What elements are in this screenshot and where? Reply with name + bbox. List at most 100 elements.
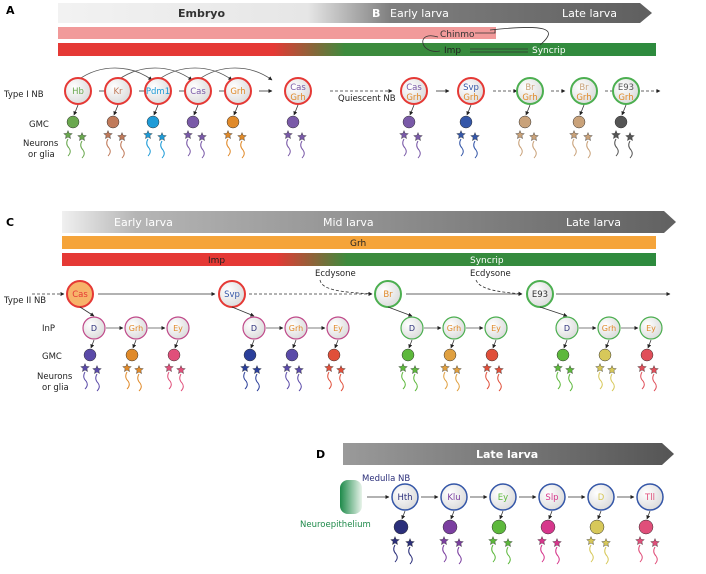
type-i-nb-label: Svp xyxy=(463,83,479,93)
grh-bar xyxy=(62,236,656,249)
neuron-icon xyxy=(583,131,593,159)
gmc-cell xyxy=(518,115,532,129)
type-ii-nb-node: Svp xyxy=(218,280,246,308)
neuron-icon xyxy=(452,364,462,392)
inp-node-label: Grh xyxy=(447,324,461,333)
type-i-nb-label: Type I NB xyxy=(3,90,44,100)
panel-d-stage-late-larva: Late larva xyxy=(476,448,538,461)
type-i-nb-node: Kr xyxy=(103,77,132,159)
neuron-icon xyxy=(454,537,464,565)
neurons-label-c-1: Neurons xyxy=(37,372,73,382)
imp-syncrip-bar xyxy=(58,43,656,56)
gmc-cell xyxy=(106,115,120,129)
inp-node-label: Ey xyxy=(646,324,656,333)
neuron-icon xyxy=(482,362,492,390)
panel-d-letter: D xyxy=(316,448,325,461)
neuron-icon xyxy=(440,362,450,390)
panel-c-stage-mid-larva: Mid larva xyxy=(323,216,374,229)
gmc-cell xyxy=(638,519,654,535)
type-i-nb-label: Br xyxy=(525,83,535,93)
imp-syncrip-bar-c xyxy=(62,253,656,266)
neuron-icon xyxy=(529,131,539,159)
neuron-icon xyxy=(488,535,498,563)
gmc-cell xyxy=(614,115,628,129)
panel-c-stage-late-larva: Late larva xyxy=(566,216,621,229)
medulla-nb-node: D xyxy=(586,483,615,565)
neuron-icon xyxy=(494,364,504,392)
neurons-label-a-2: or glia xyxy=(28,150,55,160)
chinmo-label: Chinmo xyxy=(440,30,475,40)
ecdysone-arrows xyxy=(319,279,523,296)
type-i-nb-label-2: Grh xyxy=(406,93,421,103)
panel-c-letter: C xyxy=(6,216,14,229)
gmc-cell xyxy=(393,519,409,535)
type-ii-nb-node: Br xyxy=(374,280,402,308)
neuron-icon xyxy=(294,364,304,392)
neuron-icon xyxy=(537,535,547,563)
type-ii-nb-node: E93 xyxy=(526,280,554,308)
neuron-icon xyxy=(607,364,617,392)
type-i-nb-label-2: Grh xyxy=(290,93,305,103)
gmc-cell xyxy=(402,115,416,129)
type-i-nb-node: Grh xyxy=(223,77,252,159)
inp-node-label: Grh xyxy=(289,324,303,333)
medulla-nb-label: Tll xyxy=(644,493,655,503)
neuron-icon xyxy=(398,362,408,390)
neurons-label-c-2: or glia xyxy=(42,383,69,393)
gmc-cell xyxy=(327,348,341,362)
type-i-nb-label-2: Grh xyxy=(522,93,537,103)
panel-a-stage-embryo: Embryo xyxy=(178,7,225,20)
gmc-cell xyxy=(285,348,299,362)
gmc-label-a: GMC xyxy=(29,120,49,130)
inp-node-label: Grh xyxy=(129,324,143,333)
gmc-cell xyxy=(83,348,97,362)
medulla-nb-label: Medulla NB xyxy=(362,474,410,484)
type-ii-nb-label: E93 xyxy=(532,290,548,300)
neuron-icon xyxy=(77,131,87,159)
type-i-nb-label-2: Grh xyxy=(576,93,591,103)
neuron-icon xyxy=(390,535,400,563)
gmc-cell xyxy=(66,115,80,129)
neuron-icon xyxy=(143,129,153,157)
inp-node-label: Ey xyxy=(491,324,501,333)
neuron-icon xyxy=(565,364,575,392)
gmc-cell xyxy=(186,115,200,129)
gmc-cell xyxy=(589,519,605,535)
gmc-cell xyxy=(442,519,458,535)
medulla-nb-node: Ey xyxy=(488,483,517,565)
gmc-cell xyxy=(540,519,556,535)
neuron-icon xyxy=(134,364,144,392)
type-i-nb-label-2: Grh xyxy=(618,93,633,103)
type-i-nb-label: Kr xyxy=(113,87,123,97)
inp-label: InP xyxy=(42,324,55,334)
ecdysone-label-2: Ecdysone xyxy=(470,269,511,279)
neuron-icon xyxy=(80,362,90,390)
syncrip-label-c: Syncrip xyxy=(470,256,504,266)
neuron-icon xyxy=(552,537,562,565)
gmc-cell xyxy=(598,348,612,362)
neuron-icon xyxy=(611,129,621,157)
neuron-icon xyxy=(595,362,605,390)
neuron-icon xyxy=(282,362,292,390)
neuron-icon xyxy=(103,129,113,157)
neuron-icon xyxy=(237,131,247,159)
neuron-icon xyxy=(456,129,466,157)
neuron-icon xyxy=(297,131,307,159)
neuron-icon xyxy=(635,535,645,563)
gmc-cell xyxy=(485,348,499,362)
type-ii-nb-label: Svp xyxy=(224,290,240,300)
gmc-cell xyxy=(146,115,160,129)
type-i-nb-label: Pdm1 xyxy=(146,87,170,97)
type-i-nb-node: Pdm1 xyxy=(143,77,172,159)
gmc-cell xyxy=(556,348,570,362)
neuron-icon xyxy=(183,129,193,157)
type-i-nb-label: Br xyxy=(579,83,589,93)
inp-node-label: Grh xyxy=(602,324,616,333)
neuron-icon xyxy=(410,364,420,392)
type-i-nb-node: Hb xyxy=(63,77,92,159)
